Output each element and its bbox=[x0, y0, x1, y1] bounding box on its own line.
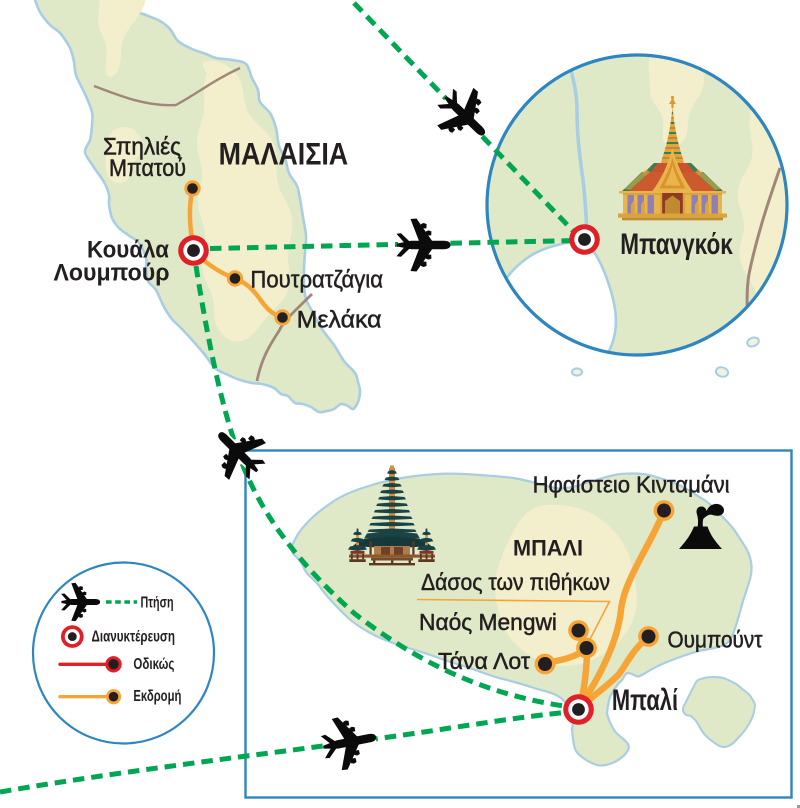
svg-text:Ναός Mengwi: Ναός Mengwi bbox=[419, 609, 557, 635]
svg-text:Σπηλιές: Σπηλιές bbox=[103, 134, 181, 161]
svg-text:Δάσος των πιθήκων: Δάσος των πιθήκων bbox=[421, 569, 610, 595]
svg-text:Οδικώς: Οδικώς bbox=[133, 656, 174, 673]
svg-text:Τάνα Λοτ: Τάνα Λοτ bbox=[438, 648, 530, 674]
svg-text:Πτήση: Πτήση bbox=[141, 595, 174, 612]
svg-text:Μελάκα: Μελάκα bbox=[297, 307, 382, 334]
svg-text:Ουμπούντ: Ουμπούντ bbox=[668, 627, 763, 653]
svg-text:Μπατού: Μπατού bbox=[109, 155, 186, 182]
svg-text:Διανυκτέρευση: Διανυκτέρευση bbox=[92, 629, 176, 646]
svg-text:Μπαλί: Μπαλί bbox=[612, 684, 678, 717]
svg-text:Πουτρατζάγια: Πουτρατζάγια bbox=[250, 266, 383, 293]
svg-text:ΜΑΛΑΙΣΙΑ: ΜΑΛΑΙΣΙΑ bbox=[219, 135, 349, 171]
svg-text:Λουμπούρ: Λουμπούρ bbox=[54, 260, 170, 287]
svg-text:Εκδρομή: Εκδρομή bbox=[133, 688, 181, 705]
svg-text:Μπανγκόκ: Μπανγκόκ bbox=[620, 228, 733, 261]
svg-text:ΜΠΑΛΙ: ΜΠΑΛΙ bbox=[513, 536, 583, 561]
svg-text:Ηφαίστειο Κινταμάνι: Ηφαίστειο Κινταμάνι bbox=[533, 471, 730, 497]
svg-text:Κουάλα: Κουάλα bbox=[87, 237, 169, 264]
